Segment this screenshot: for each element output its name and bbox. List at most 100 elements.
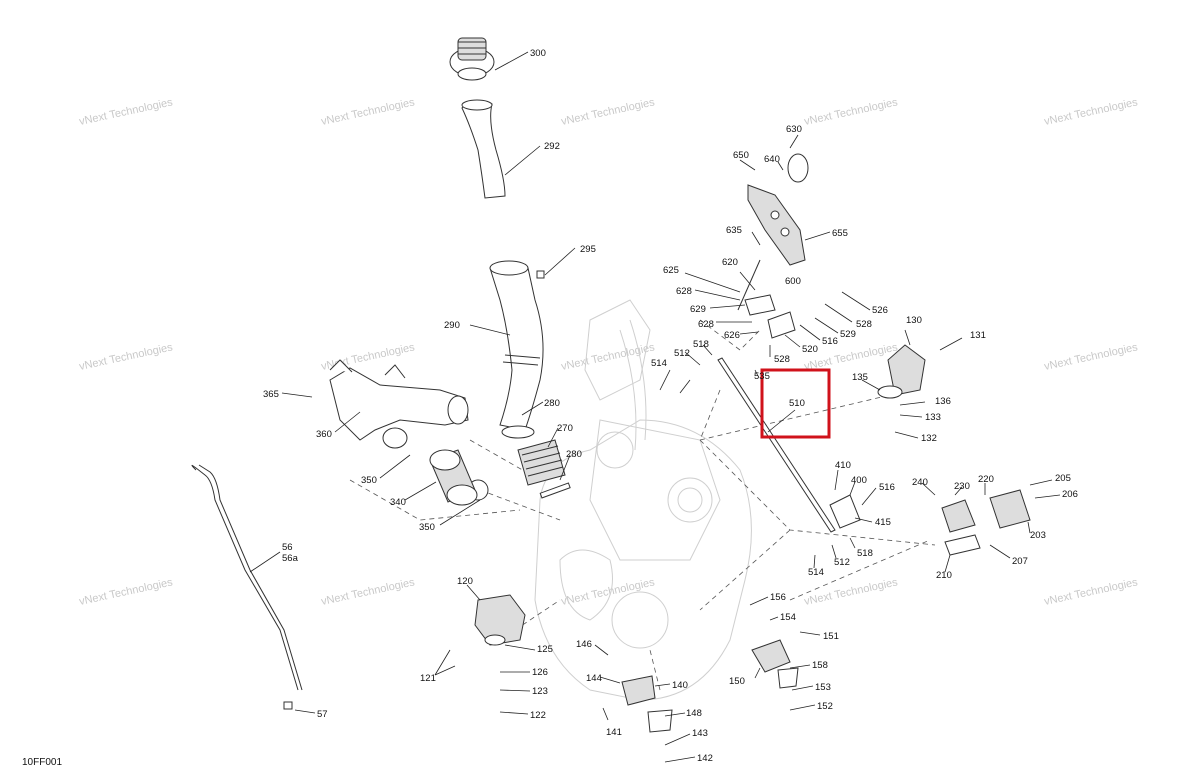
part-label-135[interactable]: 135 xyxy=(852,372,868,383)
part-label-123[interactable]: 123 xyxy=(532,686,548,697)
part-label-210[interactable]: 210 xyxy=(936,570,952,581)
part-label-516[interactable]: 516 xyxy=(879,482,895,493)
part-label-203[interactable]: 203 xyxy=(1030,530,1046,541)
part-label-205[interactable]: 205 xyxy=(1055,473,1071,484)
part-label-625[interactable]: 625 xyxy=(663,265,679,276)
part-label-207[interactable]: 207 xyxy=(1012,556,1028,567)
part-label-300[interactable]: 300 xyxy=(530,48,546,59)
part-label-655[interactable]: 655 xyxy=(832,228,848,239)
part-label-148[interactable]: 148 xyxy=(686,708,702,719)
part-label-153[interactable]: 153 xyxy=(815,682,831,693)
part-label-206[interactable]: 206 xyxy=(1062,489,1078,500)
part-label-526[interactable]: 526 xyxy=(872,305,888,316)
part-56-hose[interactable] xyxy=(191,464,303,710)
part-label-56a[interactable]: 56a xyxy=(282,553,299,564)
part-label-514[interactable]: 514 xyxy=(808,567,824,578)
part-label-152[interactable]: 152 xyxy=(817,701,833,712)
part-label-629[interactable]: 629 xyxy=(690,304,706,315)
part-label-151[interactable]: 151 xyxy=(823,631,839,642)
part-label-136[interactable]: 136 xyxy=(935,396,951,407)
part-label-529[interactable]: 529 xyxy=(840,329,856,340)
part-510-shift-rod[interactable] xyxy=(717,357,836,533)
part-label-240[interactable]: 240 xyxy=(912,477,928,488)
part-label-130[interactable]: 130 xyxy=(906,315,922,326)
part-280-clamp[interactable] xyxy=(501,425,571,499)
part-270-filter[interactable] xyxy=(517,439,566,486)
part-label-626[interactable]: 626 xyxy=(724,330,740,341)
part-label-510[interactable]: 510 xyxy=(789,398,805,409)
part-label-131[interactable]: 131 xyxy=(970,330,986,341)
part-label-528[interactable]: 528 xyxy=(856,319,872,330)
part-label-280[interactable]: 280 xyxy=(566,449,582,460)
part-label-120[interactable]: 120 xyxy=(457,576,473,587)
part-label-528[interactable]: 528 xyxy=(774,354,790,365)
part-230-bracket[interactable] xyxy=(941,499,981,556)
part-label-340[interactable]: 340 xyxy=(390,497,406,508)
part-label-230[interactable]: 230 xyxy=(954,481,970,492)
part-label-640[interactable]: 640 xyxy=(764,154,780,165)
part-label-630[interactable]: 630 xyxy=(786,124,802,135)
part-340-coupler[interactable] xyxy=(429,449,478,506)
part-120-bracket[interactable] xyxy=(474,594,526,646)
part-label-400[interactable]: 400 xyxy=(851,475,867,486)
part-label-518[interactable]: 518 xyxy=(857,548,873,559)
part-label-365[interactable]: 365 xyxy=(263,389,279,400)
part-label-350[interactable]: 350 xyxy=(419,522,435,533)
part-label-146[interactable]: 146 xyxy=(576,639,592,650)
part-label-620[interactable]: 620 xyxy=(722,257,738,268)
part-label-150[interactable]: 150 xyxy=(729,676,745,687)
part-400-bracket[interactable] xyxy=(829,494,861,529)
part-label-535[interactable]: 535 xyxy=(754,371,770,382)
part-label-121[interactable]: 121 xyxy=(420,673,436,684)
part-label-415[interactable]: 415 xyxy=(875,517,891,528)
part-292-intake-duct[interactable] xyxy=(461,99,506,199)
part-label-57[interactable]: 57 xyxy=(317,709,328,720)
part-label-132[interactable]: 132 xyxy=(921,433,937,444)
part-label-650[interactable]: 650 xyxy=(733,150,749,161)
part-label-292[interactable]: 292 xyxy=(544,141,560,152)
part-label-158[interactable]: 158 xyxy=(812,660,828,671)
part-label-350[interactable]: 350 xyxy=(361,475,377,486)
part-295-clip[interactable] xyxy=(536,270,545,279)
part-300-filter-cap[interactable] xyxy=(449,37,495,81)
part-label-518[interactable]: 518 xyxy=(693,339,709,350)
part-203-sensor[interactable] xyxy=(989,489,1031,529)
part-label-520[interactable]: 520 xyxy=(802,344,818,355)
part-label-628[interactable]: 628 xyxy=(698,319,714,330)
part-label-56[interactable]: 56 xyxy=(282,542,293,553)
part-650-shifter-plate[interactable] xyxy=(747,184,806,266)
part-290-intake-tube[interactable] xyxy=(489,260,544,431)
part-label-410[interactable]: 410 xyxy=(835,460,851,471)
part-label-512[interactable]: 512 xyxy=(674,348,690,359)
part-label-635[interactable]: 635 xyxy=(726,225,742,236)
part-label-144[interactable]: 144 xyxy=(586,673,602,684)
part-620-rod[interactable] xyxy=(737,259,761,311)
part-label-126[interactable]: 126 xyxy=(532,667,548,678)
part-label-512[interactable]: 512 xyxy=(834,557,850,568)
part-label-280[interactable]: 280 xyxy=(544,398,560,409)
part-label-141[interactable]: 141 xyxy=(606,727,622,738)
part-label-154[interactable]: 154 xyxy=(780,612,796,623)
part-label-142[interactable]: 142 xyxy=(697,753,713,764)
part-360-airbox-duct[interactable] xyxy=(329,359,469,441)
part-label-600[interactable]: 600 xyxy=(785,276,801,287)
part-label-140[interactable]: 140 xyxy=(672,680,688,691)
part-630-knob[interactable] xyxy=(787,153,809,183)
part-label-220[interactable]: 220 xyxy=(978,474,994,485)
part-label-514[interactable]: 514 xyxy=(651,358,667,369)
part-label-295[interactable]: 295 xyxy=(580,244,596,255)
part-label-122[interactable]: 122 xyxy=(530,710,546,721)
part-label-125[interactable]: 125 xyxy=(537,644,553,655)
part-label-290[interactable]: 290 xyxy=(444,320,460,331)
part-130-mount[interactable] xyxy=(877,344,926,399)
part-600-link[interactable] xyxy=(744,294,796,339)
part-label-628[interactable]: 628 xyxy=(676,286,692,297)
part-label-133[interactable]: 133 xyxy=(925,412,941,423)
part-label-143[interactable]: 143 xyxy=(692,728,708,739)
part-label-360[interactable]: 360 xyxy=(316,429,332,440)
part-350-clamp[interactable] xyxy=(382,427,489,501)
part-label-516[interactable]: 516 xyxy=(822,336,838,347)
part-label-156[interactable]: 156 xyxy=(770,592,786,603)
part-150-mount[interactable] xyxy=(751,639,799,689)
part-label-270[interactable]: 270 xyxy=(557,423,573,434)
